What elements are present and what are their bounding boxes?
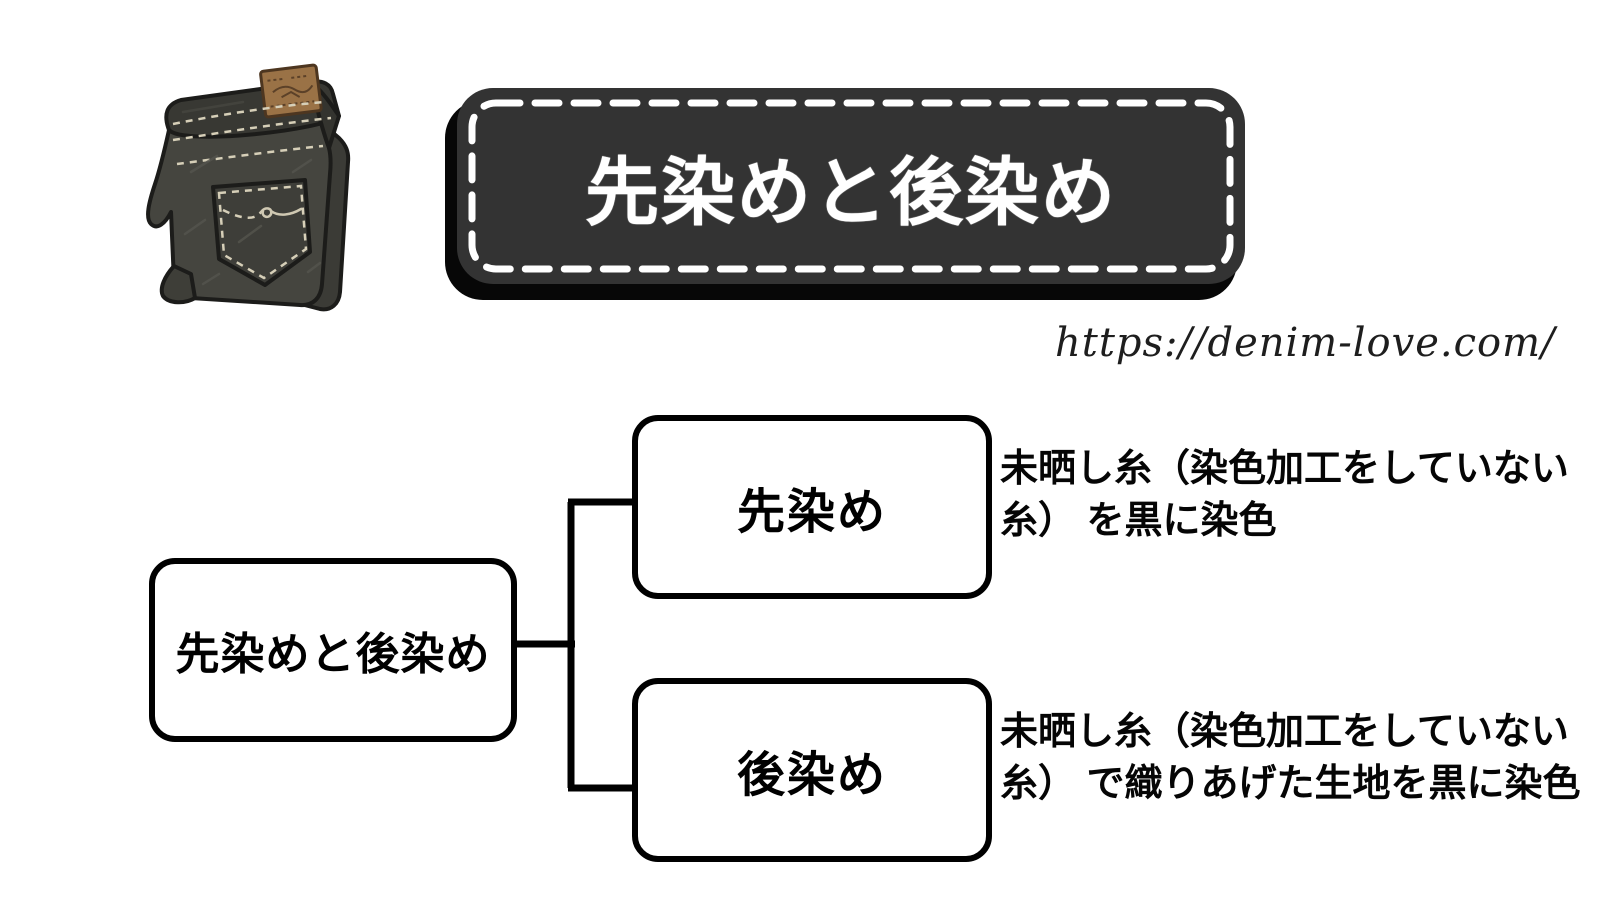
banner-dashed-border [468,99,1234,273]
jeans-icon [146,63,351,312]
description-line: 糸） で織りあげた生地を黒に染色 [1000,763,1581,805]
atozome-description: 未晒し糸（染色加工をしていない 糸） で織りあげた生地を黒に染色 [1000,706,1581,810]
title-banner: 先染めと後染め [457,88,1245,284]
node-root: 先染めと後染め [149,558,517,742]
node-root-label: 先染めと後染め [175,630,491,679]
node-sakizome-label: 先染め [736,486,887,539]
site-url: https://denim-love.com/ [1055,320,1556,366]
node-sakizome: 先染め [632,415,992,599]
description-line: 糸） を黒に染色 [1000,500,1277,542]
page-title: 先染めと後染め [585,150,1117,234]
description-line: 未晒し糸（染色加工をしていない [1000,711,1569,753]
node-atozome-label: 後染め [736,749,887,802]
description-line: 未晒し糸（染色加工をしていない [1000,448,1569,490]
sakizome-description: 未晒し糸（染色加工をしていない 糸） を黒に染色 [1000,443,1569,547]
node-atozome: 後染め [632,678,992,862]
